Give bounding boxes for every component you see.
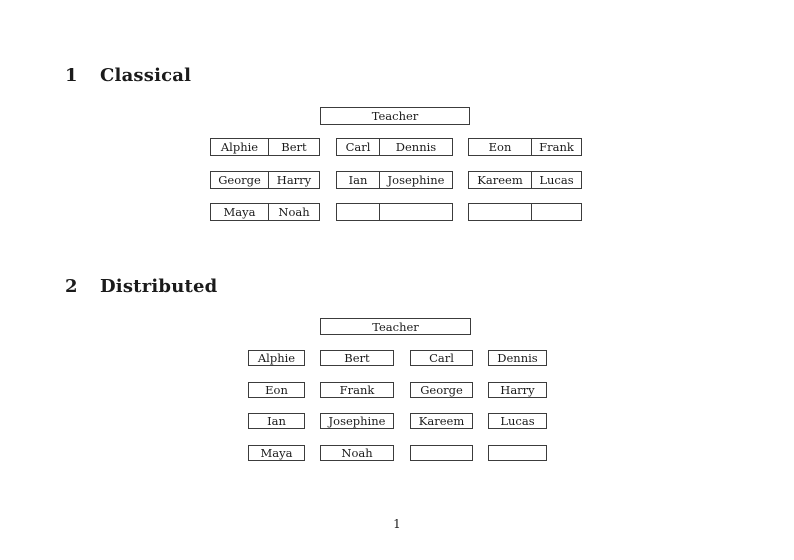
distributed-teacher-box: Teacher — [320, 318, 471, 335]
desk-seat: Bert — [268, 139, 319, 155]
desk: Eon Frank — [468, 138, 582, 156]
seat-box: Frank — [320, 382, 394, 398]
desk-seat: Ian — [348, 173, 368, 187]
seat-box: Josephine — [320, 413, 394, 429]
desk-seat: Eon — [488, 140, 512, 154]
desk-seat: Josephine — [379, 172, 452, 188]
seat-box-empty — [488, 445, 547, 461]
page-number: 1 — [393, 517, 401, 531]
desk-seat-empty — [469, 204, 531, 220]
desk-seat-empty — [337, 204, 379, 220]
desk: Carl Dennis — [336, 138, 453, 156]
desk-seat: Frank — [531, 139, 581, 155]
desk: Alphie Bert — [210, 138, 320, 156]
desk-seat: Dennis — [379, 139, 452, 155]
desk-seat-empty — [531, 204, 581, 220]
desk-seat: Lucas — [531, 172, 581, 188]
section-1-heading: 1 Classical — [65, 65, 192, 87]
desk-seat: George — [218, 173, 261, 187]
seat-box: Kareem — [410, 413, 473, 429]
seat-box: Harry — [488, 382, 547, 398]
desk-seat: Carl — [345, 140, 371, 154]
classical-teacher-label: Teacher — [371, 109, 419, 123]
section-1-title: Classical — [100, 65, 192, 86]
desk-seat: Alphie — [220, 140, 259, 154]
desk: Ian Josephine — [336, 171, 453, 189]
section-2-title: Distributed — [100, 276, 218, 297]
desk — [336, 203, 453, 221]
desk-seat: Kareem — [477, 173, 523, 187]
section-2-heading: 2 Distributed — [65, 276, 218, 298]
seat-box: Eon — [248, 382, 305, 398]
desk-seat: Noah — [268, 204, 319, 220]
seat-box: Dennis — [488, 350, 547, 366]
distributed-teacher-label: Teacher — [372, 319, 419, 334]
seat-box: Lucas — [488, 413, 547, 429]
desk-seat: Harry — [268, 172, 319, 188]
desk: Kareem Lucas — [468, 171, 582, 189]
section-2-number: 2 — [65, 276, 78, 297]
desk-seat-empty — [379, 204, 452, 220]
seat-box: George — [410, 382, 473, 398]
desk: George Harry — [210, 171, 320, 189]
seat-box: Maya — [248, 445, 305, 461]
desk — [468, 203, 582, 221]
seat-box: Carl — [410, 350, 473, 366]
seat-box-empty — [410, 445, 473, 461]
seat-box: Bert — [320, 350, 394, 366]
classical-teacher-box: Teacher — [320, 107, 470, 125]
desk-seat: Maya — [223, 205, 256, 219]
seat-box: Noah — [320, 445, 394, 461]
seat-box: Ian — [248, 413, 305, 429]
desk: Maya Noah — [210, 203, 320, 221]
section-1-number: 1 — [65, 65, 78, 86]
seat-box: Alphie — [248, 350, 305, 366]
